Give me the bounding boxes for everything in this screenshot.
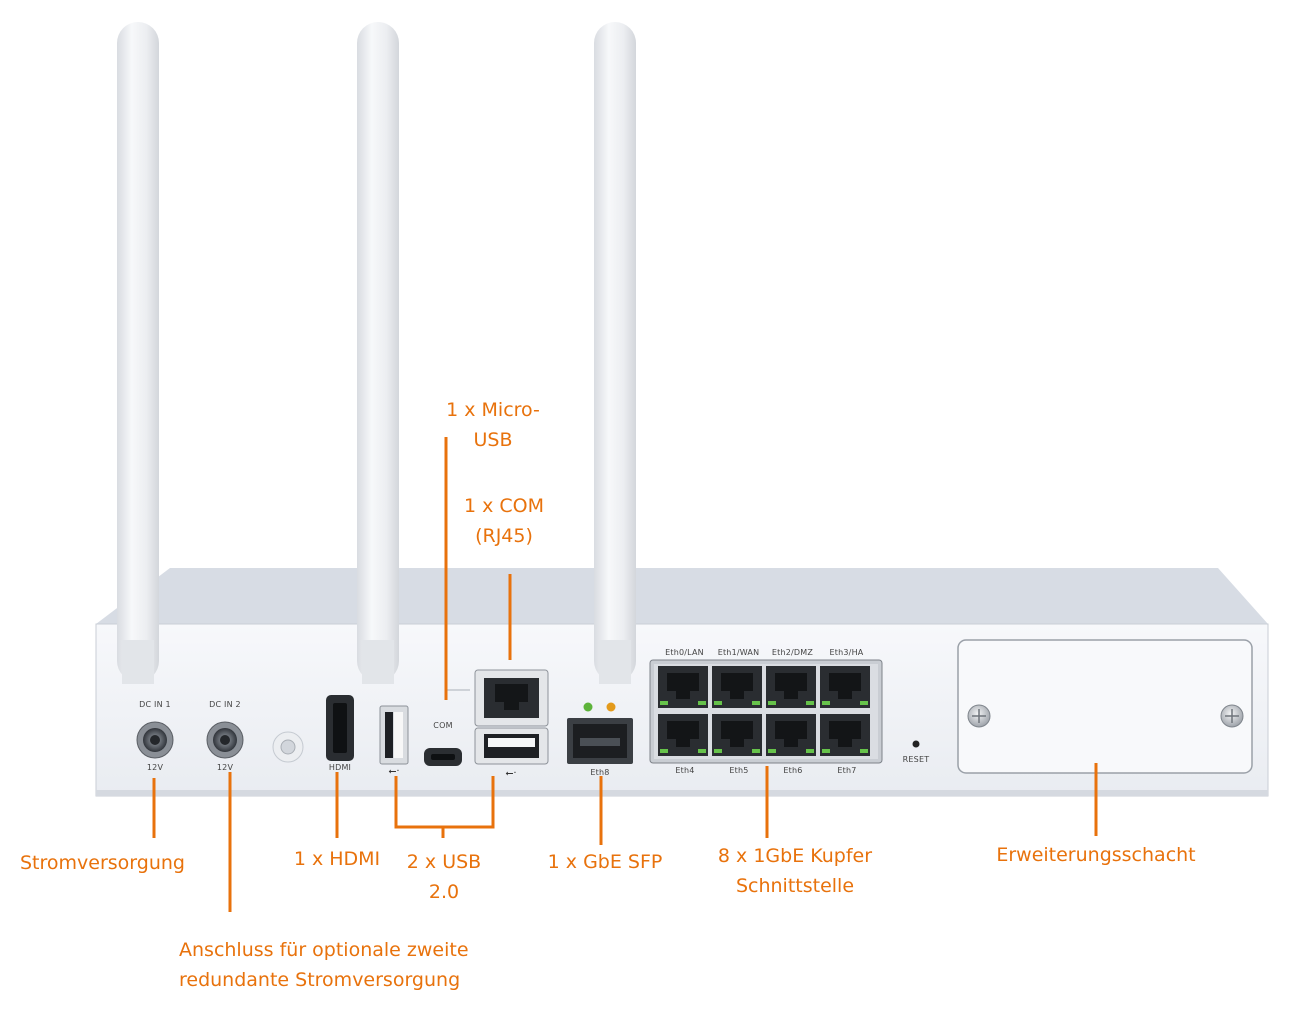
sfp-led-green (583, 702, 593, 712)
callout-micro-usb-line2: USB (473, 429, 513, 451)
usb-port-1 (379, 705, 409, 765)
micro-usb-port (424, 748, 462, 766)
hdmi-port (326, 695, 354, 761)
rj45-port-eth5 (712, 714, 762, 756)
eth6-label: Eth6 (783, 766, 803, 775)
callout-com-line1: 1 x COM (463, 495, 545, 517)
antenna-1 (117, 22, 159, 684)
callout-usb: 2 x USB 2.0 (380, 847, 508, 907)
callout-usb-line2: 2.0 (428, 881, 460, 903)
eth3-label: Eth3/HA (829, 648, 864, 657)
usb-port-2 (474, 727, 549, 765)
rj45-port-eth6 (766, 714, 816, 756)
eth4-label: Eth4 (675, 766, 695, 775)
callout-micro-usb: 1 x Micro- USB (415, 395, 571, 455)
callout-power: Stromversorgung (20, 852, 185, 874)
callout-redundant-line2: redundante Stromversorgung (179, 969, 461, 991)
ground-screw (272, 731, 304, 763)
dc-in-1-label: DC IN 1 (139, 700, 171, 709)
usb-icon-1: ⭠· (388, 766, 399, 777)
rj45-port-eth7 (820, 714, 870, 756)
eth0-label: Eth0/LAN (665, 648, 704, 657)
callout-com: 1 x COM (RJ45) (430, 491, 578, 551)
callout-hdmi: 1 x HDMI (293, 848, 381, 870)
callout-micro-usb-line1: 1 x Micro- (446, 399, 540, 421)
eth1-label: Eth1/WAN (717, 648, 760, 657)
leader-lines (152, 437, 1098, 912)
dc-in-2-connector (206, 721, 244, 759)
callout-redundant-power: Anschluss für optionale zweite redundant… (179, 935, 469, 995)
dc-in-2-voltage: 12V (216, 763, 234, 772)
callout-usb-line1: 2 x USB (406, 851, 482, 873)
hdmi-label: HDMI (328, 763, 352, 772)
reset-button (912, 740, 920, 748)
sfp-led-orange (606, 702, 616, 712)
com-rj45-port (474, 669, 549, 727)
dc-in-2-label: DC IN 2 (209, 700, 241, 709)
callout-expansion: Erweiterungsschacht (996, 844, 1196, 866)
callout-com-line2: (RJ45) (475, 525, 533, 547)
ethernet-ports (658, 666, 870, 756)
callout-sfp: 1 x GbE SFP (547, 851, 663, 873)
eth7-label: Eth7 (837, 766, 857, 775)
rj45-port-eth3 (820, 666, 870, 708)
callout-copper-line2: Schnittstelle (735, 875, 855, 897)
rj45-port-eth2 (766, 666, 816, 708)
reset-label: RESET (902, 755, 930, 764)
sfp-port (567, 718, 633, 764)
callout-redundant-line1: Anschluss für optionale zweite (179, 939, 469, 961)
eth2-label: Eth2/DMZ (771, 648, 814, 657)
dc-in-1-voltage: 12V (146, 763, 164, 772)
eth5-label: Eth5 (729, 766, 749, 775)
eth8-label: Eth8 (590, 768, 610, 777)
rj45-port-eth0 (658, 666, 708, 708)
chassis-top (96, 568, 1268, 624)
antenna-2 (357, 22, 399, 684)
rj45-port-eth1 (712, 666, 762, 708)
callout-copper-line1: 8 x 1GbE Kupfer (717, 845, 873, 867)
com-label: COM (433, 721, 453, 730)
callout-copper: 8 x 1GbE Kupfer Schnittstelle (690, 841, 900, 901)
dc-in-1-connector (136, 721, 174, 759)
usb-icon-2: ⭠· (505, 768, 516, 779)
antenna-3 (594, 22, 636, 684)
expansion-bay (957, 639, 1253, 774)
rj45-port-eth4 (658, 714, 708, 756)
